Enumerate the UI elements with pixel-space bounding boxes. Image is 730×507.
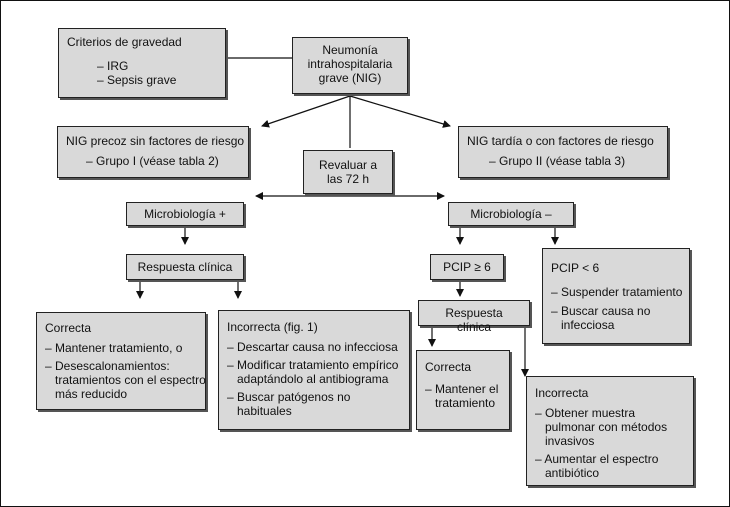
incorrecta-left-item: – Modificar tratamiento empírico <box>227 358 399 372</box>
incorrecta-right-item: – Obtener muestra <box>535 406 636 420</box>
gravedad-title: Criterios de gravedad <box>67 35 182 49</box>
resp-left-box: Respuesta clínica <box>126 254 244 280</box>
micro-pos-label: Microbiología + <box>144 207 226 221</box>
revaluar-box: Revaluar a las 72 h <box>303 150 393 194</box>
correcta-left-item: más reducido <box>45 387 128 401</box>
precoz-item: – Grupo I (véase tabla 2) <box>86 154 219 168</box>
incorrecta-right-item: – Aumentar el espectro <box>535 452 659 466</box>
incorrecta-left-item: – Descartar causa no infecciosa <box>227 340 398 354</box>
correcta-right-item: tratamiento <box>425 396 496 410</box>
incorrecta-left-item: – Buscar patógenos no <box>227 390 351 404</box>
incorrecta-left-item: habituales <box>227 404 292 418</box>
correcta-left-item: tratamientos con el espectro <box>45 373 206 387</box>
tardia-box: NIG tardía o con factores de riesgo – Gr… <box>458 126 668 178</box>
incorrecta-left-item: adaptándolo al antibiograma <box>227 372 389 386</box>
nig-line: Neumonía <box>322 43 378 57</box>
pcip-lt-title: PCIP < 6 <box>551 261 600 275</box>
incorrecta-left-box: Incorrecta (fig. 1) – Descartar causa no… <box>218 310 410 430</box>
precoz-box: NIG precoz sin factores de riesgo – Grup… <box>57 126 249 178</box>
gravedad-box: Criterios de gravedad – IRG – Sepsis gra… <box>58 28 226 98</box>
incorrecta-right-item: antibiótico <box>535 466 600 480</box>
incorrecta-right-item: pulmonar con métodos <box>535 420 668 434</box>
precoz-title: NIG precoz sin factores de riesgo <box>66 134 245 148</box>
correcta-left-box: Correcta – Mantener tratamiento, o – Des… <box>36 312 206 410</box>
pcip-lt-item: – Buscar causa no <box>551 304 651 318</box>
nig-line: intrahospitalaria <box>307 57 393 71</box>
pcip-lt-item: – Suspender tratamiento <box>551 285 683 299</box>
incorrecta-right-box: Incorrecta – Obtener muestra pulmonar co… <box>526 376 694 486</box>
nig-line: grave (NIG) <box>318 71 382 85</box>
nig-box: Neumonía intrahospitalaria grave (NIG) <box>292 37 408 94</box>
pcip-ge-box: PCIP ≥ 6 <box>430 254 504 280</box>
pcip-ge-label: PCIP ≥ 6 <box>443 260 491 274</box>
correcta-left-title: Correcta <box>45 321 92 335</box>
correcta-left-item: – Mantener tratamiento, o <box>45 341 183 355</box>
micro-neg-box: Microbiología – <box>448 202 574 226</box>
pcip-lt-item: infecciosa <box>551 318 615 332</box>
revaluar-line: las 72 h <box>326 172 370 186</box>
resp-right-label: Respuesta clínica <box>445 306 503 334</box>
gravedad-item: – Sepsis grave <box>97 73 177 87</box>
micro-pos-box: Microbiología + <box>126 202 244 226</box>
correcta-right-box: Correcta – Mantener el tratamiento <box>416 350 510 430</box>
correcta-right-item: – Mantener el <box>425 382 499 396</box>
pcip-lt-box: PCIP < 6 – Suspender tratamiento – Busca… <box>542 248 690 344</box>
correcta-left-item: – Desescalonamientos: <box>45 359 170 373</box>
revaluar-line: Revaluar a <box>318 158 378 172</box>
gravedad-item: – IRG <box>97 59 129 73</box>
resp-right-box: Respuesta clínica <box>418 300 530 334</box>
tardia-title: NIG tardía o con factores de riesgo <box>467 134 654 148</box>
incorrecta-right-item: invasivos <box>535 434 595 448</box>
resp-left-label: Respuesta clínica <box>137 260 233 274</box>
micro-neg-label: Microbiología – <box>470 207 552 221</box>
incorrecta-left-title: Incorrecta (fig. 1) <box>227 320 318 334</box>
correcta-right-title: Correcta <box>425 360 472 374</box>
incorrecta-right-title: Incorrecta <box>535 386 589 400</box>
tardia-item: – Grupo II (véase tabla 3) <box>489 154 626 168</box>
